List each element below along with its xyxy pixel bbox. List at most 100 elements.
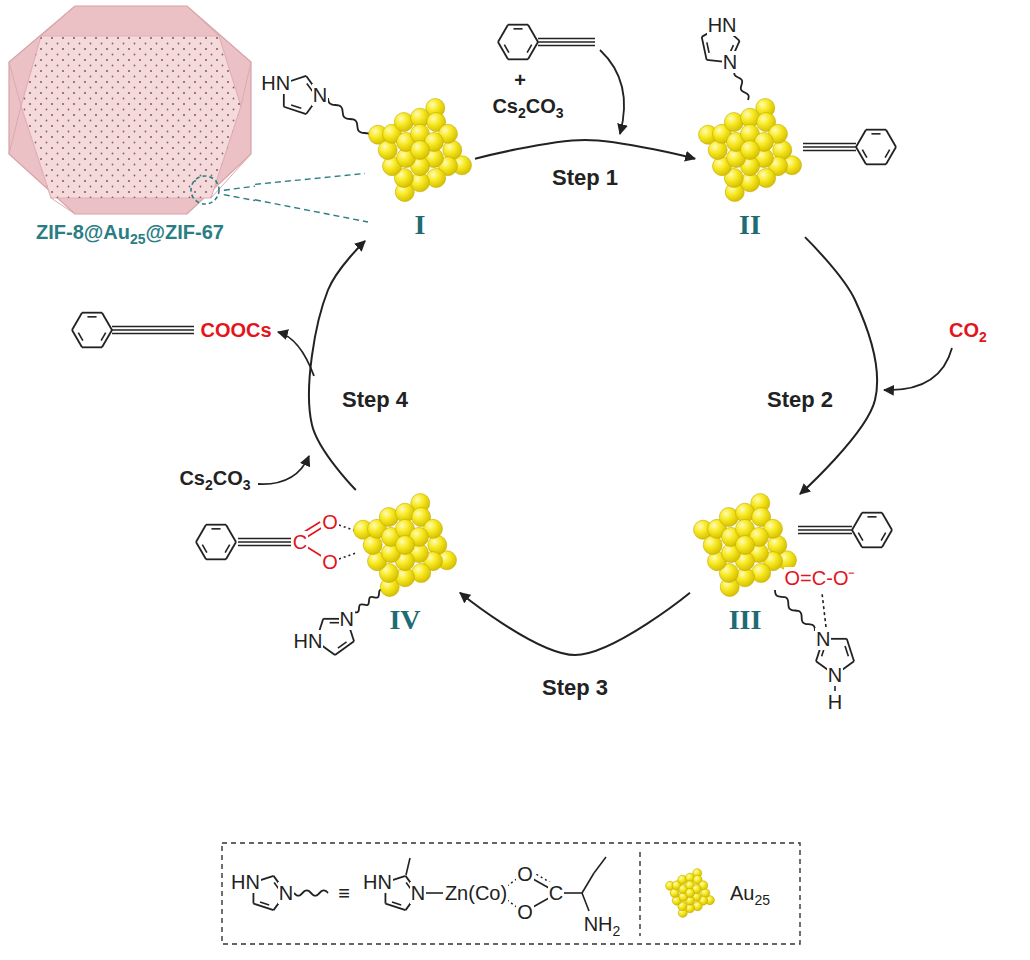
stage-numeral: I (415, 209, 426, 241)
phenyl-ring (72, 330, 82, 347)
reagent-arrow (600, 50, 624, 134)
phenyl-ring (852, 513, 862, 530)
imidazole-ring (847, 639, 854, 661)
cluster-drawing (695, 95, 805, 205)
subscript: 2 (518, 105, 526, 121)
cluster-drawing (365, 95, 475, 205)
atom-label: H (827, 691, 843, 713)
atom-label: Zn(Co) (444, 882, 508, 904)
linker-tether (775, 590, 815, 631)
atom-label: O (516, 901, 534, 923)
phenyl-ring (196, 542, 206, 559)
phenyl-ring (504, 45, 509, 53)
atom-label: C (548, 882, 564, 904)
gold-atom (396, 536, 415, 555)
framework-particle: ZIF-8@Au25@ZIF-67 (5, 2, 255, 244)
subscript: 2 (613, 923, 621, 939)
atom-label: C (292, 531, 308, 553)
gold-atom (686, 889, 695, 898)
phenyl-ring (102, 330, 112, 347)
reagent-label: Cs2CO3 (178, 467, 251, 489)
atom-label: O (321, 511, 339, 533)
gold-atom (741, 141, 760, 160)
cycle-arrow (255, 173, 365, 184)
phenyl-ring (202, 545, 207, 553)
legend-divider (639, 852, 640, 936)
phenyl-ring (508, 24, 528, 26)
atom-label: HN (260, 72, 291, 94)
stage-numeral: II (739, 209, 761, 241)
reagent-arrow (258, 456, 309, 484)
phenyl-ring (852, 530, 862, 547)
reagent-arrow (884, 348, 952, 390)
step-label: Step 2 (766, 387, 834, 413)
coordination-bond (822, 593, 826, 627)
imidazole-ring (845, 646, 848, 656)
drawing-group (694, 494, 797, 597)
chain-bond (582, 873, 594, 893)
triple-bond (803, 143, 856, 145)
phenyl-ring (508, 58, 528, 60)
legend-entry: Au25 (729, 882, 771, 904)
legend-frame (222, 843, 800, 944)
coordination-bond (425, 892, 443, 894)
atom-label: O (321, 551, 339, 573)
octahedron-face (21, 36, 241, 198)
octahedron-edge (211, 154, 251, 198)
chain-bond (594, 857, 606, 873)
phenyl-ring (498, 42, 508, 59)
atom-label: HN (293, 630, 324, 652)
octahedron-edge (9, 106, 21, 154)
phenyl-ring (856, 147, 866, 164)
phenyl-ring (862, 150, 867, 158)
triple-bond (798, 529, 852, 531)
reagent-label: Cs2CO3 (491, 95, 564, 117)
gold-cluster-intermediate: III (690, 490, 800, 636)
octahedron-edge (9, 62, 21, 106)
subscript: 3 (556, 105, 564, 121)
drawing-group (369, 99, 472, 202)
phenyl-ring (101, 333, 106, 341)
step-label: Step 1 (551, 165, 619, 191)
phenyl-ring (226, 525, 236, 542)
carboxylate-bond (533, 898, 549, 907)
triple-bond (112, 329, 194, 331)
phenyl-ring (513, 28, 522, 30)
phenyl-ring (78, 333, 83, 341)
phenyl-ring (882, 530, 892, 547)
triple-bond (538, 45, 595, 47)
phenyl-ring (226, 542, 236, 559)
stage-numeral: III (729, 604, 762, 636)
imidazole-ring (260, 902, 269, 905)
imidazole-ring (253, 904, 273, 911)
triple-bond (238, 541, 291, 543)
triple-bond (798, 533, 852, 535)
phenyl-ring (82, 312, 102, 314)
gold-cluster-intermediate: II (695, 95, 805, 241)
reagent-label: + (513, 69, 527, 91)
imidazole-ring (338, 642, 347, 648)
stage-numeral: IV (389, 604, 420, 636)
atom-label: N (410, 882, 426, 904)
zoom-line (255, 200, 368, 222)
phenyl-ring (87, 316, 96, 318)
atom-label: NH2 (583, 913, 622, 935)
triple-bond (238, 545, 291, 547)
cycle-arrow (475, 140, 695, 159)
triple-bond (238, 538, 291, 540)
phenyl-ring (885, 150, 890, 158)
reagent-label: CO2 (948, 319, 988, 341)
cycle-arrow (309, 241, 365, 490)
atom-label: N (339, 608, 355, 630)
phenyl-ring (498, 25, 508, 42)
atom-label: HN (230, 871, 261, 893)
atom-label: O (516, 863, 534, 885)
triple-bond (798, 526, 852, 528)
imidazole-ring (707, 42, 709, 52)
phenyl-ring (866, 163, 886, 165)
phenyl-ring (82, 346, 102, 348)
coordination-bond (339, 553, 356, 559)
drawing-group (9, 6, 255, 214)
phenyl-ring (225, 545, 230, 553)
subscript: 25 (130, 231, 146, 247)
